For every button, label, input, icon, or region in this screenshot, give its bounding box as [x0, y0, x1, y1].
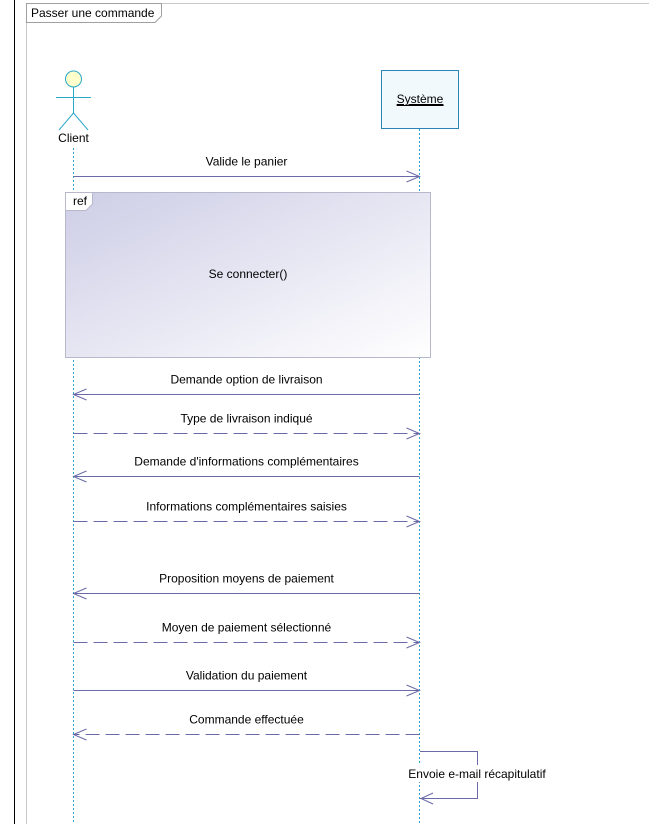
message-arrowhead-icon [72, 587, 87, 600]
systeme-box [381, 70, 459, 129]
message-arrowhead-icon [406, 170, 421, 183]
self-message-arrowhead-icon [419, 792, 434, 805]
message-arrowhead-icon [406, 636, 421, 649]
message-7[interactable]: Moyen de paiement sélectionné [73, 621, 421, 649]
message-label: Informations complémentaires saisies [146, 500, 347, 514]
message-arrowhead-icon [72, 388, 87, 401]
message-arrowhead-icon [406, 684, 421, 697]
message-9[interactable]: Commande effectuée [72, 713, 420, 741]
client-label: Client [58, 131, 89, 145]
self-message[interactable]: Envoie e-mail récapitulatif [404, 751, 550, 805]
message-label: Demande option de livraison [170, 373, 322, 387]
message-1[interactable]: Valide le panier [73, 155, 421, 183]
message-label: Moyen de paiement sélectionné [162, 621, 332, 635]
ref-tag-label: ref [73, 194, 88, 208]
ref-fragment-box [65, 192, 431, 358]
message-4[interactable]: Demande d'informations complémentaires [72, 455, 420, 483]
message-label: Proposition moyens de paiement [159, 572, 334, 586]
message-arrowhead-icon [406, 515, 421, 528]
actor-head-icon [65, 70, 82, 88]
systeme-label: Système [397, 92, 444, 106]
message-label: Demande d'informations complémentaires [134, 455, 358, 469]
self-message-label-bg [404, 765, 550, 782]
message-label: Commande effectuée [189, 713, 304, 727]
ref-fragment-label: Se connecter() [209, 267, 288, 281]
systeme-object[interactable]: Système [381, 70, 459, 129]
message-3[interactable]: Type de livraison indiqué [73, 412, 421, 440]
message-label: Validation du paiement [186, 669, 308, 683]
ref-fragment[interactable]: ref Se connecter() [65, 192, 431, 358]
ref-tag-box [65, 192, 93, 211]
client-actor[interactable]: Client [56, 70, 91, 145]
frame-title: Passer une commande [31, 6, 155, 20]
message-arrowhead-icon [72, 728, 87, 741]
message-5[interactable]: Informations complémentaires saisies [73, 500, 421, 528]
actor-right-leg-icon [73, 112, 89, 131]
message-arrowhead-icon [406, 427, 421, 440]
message-6[interactable]: Proposition moyens de paiement [72, 572, 420, 600]
message-8[interactable]: Validation du paiement [73, 669, 421, 697]
frame-title-tab: Passer une commande [26, 3, 162, 23]
message-label: Valide le panier [206, 155, 288, 169]
message-label: Type de livraison indiqué [180, 412, 312, 426]
message-2[interactable]: Demande option de livraison [72, 373, 420, 401]
self-message-label: Envoie e-mail récapitulatif [408, 767, 546, 781]
message-arrowhead-icon [72, 470, 87, 483]
actor-left-leg-icon [58, 112, 74, 131]
